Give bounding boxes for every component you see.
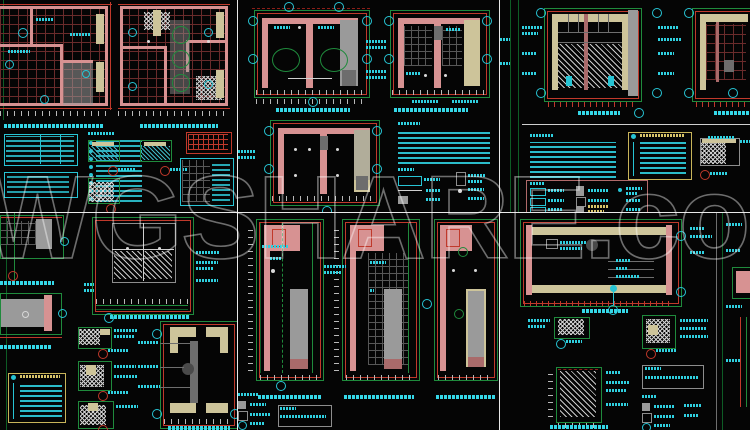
- cad-sheet-drawing: [500, 213, 750, 430]
- sheet-thumbnail-top-left[interactable]: [0, 0, 238, 213]
- sheet-thumbnail-bottom-center[interactable]: [238, 213, 500, 430]
- sheet-thumbnail-top-center[interactable]: [238, 0, 500, 213]
- cad-sheet-drawing: [238, 0, 499, 212]
- cad-sheet-drawing: [500, 0, 750, 212]
- sheet-thumbnail-bottom-right[interactable]: [500, 213, 750, 430]
- sheet-thumbnail-top-right[interactable]: [500, 0, 750, 213]
- cad-sheet-drawing: [0, 213, 237, 430]
- sheet-thumbnail-bottom-left[interactable]: [0, 213, 238, 430]
- cad-sheet-drawing: [238, 213, 499, 430]
- cad-sheet-drawing: [0, 0, 237, 212]
